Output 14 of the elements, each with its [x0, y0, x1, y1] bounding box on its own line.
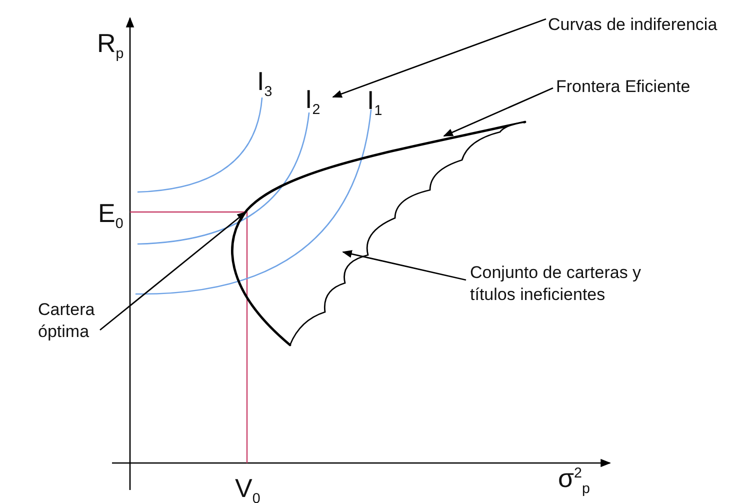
annotation-text: Conjunto de carteras y títulos ineficientes — [470, 262, 648, 306]
axis-label: R$_{p}$ — [97, 30, 124, 62]
axis-label: I$_{1}$ — [367, 87, 382, 118]
annotation-text: Cartera óptima — [38, 299, 108, 344]
leader-arrow — [100, 211, 247, 331]
axis-label: I$_{2}$ — [305, 86, 320, 118]
axis-label: E$_{0}$ — [98, 200, 124, 232]
annotation-text: Curvas de indiferencia — [548, 14, 728, 36]
axis-label: I$_{3}$ — [257, 68, 272, 100]
leader-arrow — [332, 18, 546, 98]
leader-arrow — [342, 250, 466, 281]
leader-arrow — [443, 87, 554, 137]
annotation-text: Frontera Eficiente — [556, 76, 736, 98]
axis-label: V$_{0}$ — [235, 475, 260, 503]
